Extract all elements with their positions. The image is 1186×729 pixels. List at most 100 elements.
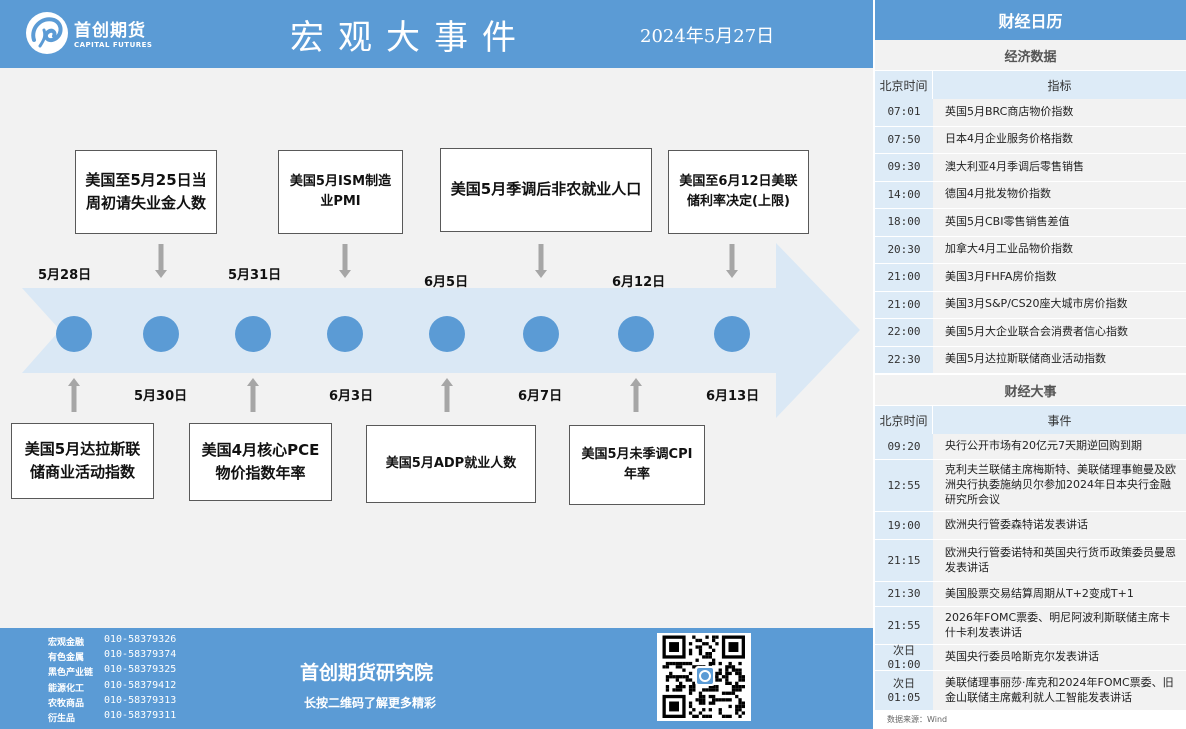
- row-indicator: 美国5月大企业联合会消费者信心指数: [933, 319, 1186, 346]
- contact-phone: 010-58379313: [104, 694, 177, 706]
- financial-calendar-panel: Wind Wind 财经日历 经济数据 北京时间 指标 07:01英国5月BRC…: [873, 0, 1186, 729]
- contact-dept: 能源化工: [48, 683, 85, 694]
- row-event: 美国股票交易结算周期从T+2变成T+1: [933, 582, 1186, 606]
- macro-events-panel: 首创期货 CAPITAL FUTURES 宏观大事件 2024年5月27日 5月…: [0, 0, 873, 729]
- row-indicator: 英国5月CBI零售销售差值: [933, 209, 1186, 236]
- row-time: 20:30: [875, 236, 933, 263]
- row-event: 欧洲央行管委森特诺发表讲话: [933, 512, 1186, 539]
- event-box-top: 美国5月季调后非农就业人口: [440, 148, 652, 232]
- row-indicator: 加拿大4月工业品物价指数: [933, 236, 1186, 263]
- event-box-bottom: 美国5月达拉斯联储商业活动指数: [11, 423, 154, 499]
- row-indicator: 英国5月BRC商店物价指数: [933, 99, 1186, 126]
- row-event: 克利夫兰联储主席梅斯特、美联储理事鲍曼及欧洲央行执委施纳贝尔参加2024年日本央…: [933, 460, 1186, 511]
- timeline-date-bottom: 6月3日: [329, 389, 374, 404]
- row-time: 次日 01:00: [875, 644, 933, 671]
- down-arrow-icon: [535, 244, 547, 278]
- row-time: 09:20: [875, 434, 933, 459]
- row-time: 22:00: [875, 319, 933, 346]
- timeline-date-top: 5月28日: [38, 268, 92, 283]
- timeline-date-bottom: 6月13日: [706, 389, 760, 404]
- column-header-time: 北京时间: [875, 406, 933, 434]
- up-arrow-icon: [68, 378, 80, 412]
- row-indicator: 美国3月S&P/CS20座大城市房价指数: [933, 291, 1186, 318]
- logo-chinese-name: 首创期货: [74, 21, 146, 41]
- contact-dept: 有色金属: [48, 653, 85, 664]
- row-event: 2026年FOMC票委、明尼阿波利斯联储主席卡什卡利发表讲话: [933, 607, 1186, 644]
- timeline-node: [714, 316, 750, 352]
- logo-english-name: CAPITAL FUTURES: [74, 41, 153, 49]
- contact-dept: 黑色产业链: [48, 668, 94, 679]
- company-logo: 首创期货 CAPITAL FUTURES: [24, 10, 184, 58]
- row-time: 07:01: [875, 99, 933, 126]
- qr-code-icon[interactable]: [657, 633, 751, 721]
- contact-phone: 010-58379311: [104, 710, 177, 721]
- institute-name: 首创期货研究院: [300, 662, 434, 684]
- data-source-note: 数据来源：Wind: [887, 715, 948, 724]
- row-time: 21:00: [875, 264, 933, 291]
- contact-dept: 衍生品: [48, 714, 76, 724]
- timeline-date-bottom: 5月30日: [134, 389, 188, 404]
- row-event: 欧洲央行管委诺特和英国央行货币政策委员曼恩发表讲话: [933, 540, 1186, 581]
- row-time: 21:30: [875, 582, 933, 606]
- timeline-arrow: [22, 243, 860, 418]
- timeline-node: [523, 316, 559, 352]
- row-time: 21:15: [875, 540, 933, 581]
- timeline-date-top: 6月12日: [612, 275, 666, 290]
- timeline-date-bottom: 6月7日: [518, 389, 563, 404]
- row-indicator: 美国3月FHFA房价指数: [933, 264, 1186, 291]
- contact-dept: 宏观金融: [48, 638, 85, 648]
- down-arrow-icon: [155, 244, 167, 278]
- timeline-date-top: 5月31日: [228, 268, 282, 283]
- qr-slogan: 长按二维码了解更多精彩: [304, 696, 437, 710]
- row-event: 央行公开市场有20亿元7天期逆回购到期: [933, 434, 1186, 459]
- row-time: 22:30: [875, 346, 933, 373]
- event-box-bottom: 美国4月核心PCE物价指数年率: [189, 423, 332, 501]
- row-indicator: 澳大利亚4月季调后零售销售: [933, 154, 1186, 181]
- column-header-indicator: 指标: [1047, 78, 1072, 93]
- down-arrow-icon: [339, 244, 351, 278]
- calendar-title: 财经日历: [875, 0, 1186, 40]
- header-bar: 首创期货 CAPITAL FUTURES 宏观大事件 2024年5月27日: [0, 0, 873, 68]
- row-time: 19:00: [875, 512, 933, 539]
- contact-phone: 010-58379325: [104, 664, 177, 676]
- row-time: 次日 01:05: [875, 671, 933, 710]
- column-header-time: 北京时间: [875, 71, 933, 99]
- row-time: 21:55: [875, 607, 933, 644]
- page-title: 宏观大事件: [290, 18, 530, 58]
- timeline-node: [618, 316, 654, 352]
- row-time: 18:00: [875, 209, 933, 236]
- timeline-node: [429, 316, 465, 352]
- contact-phone: 010-58379374: [104, 649, 177, 661]
- event-box-bottom: 美国5月ADP就业人数: [366, 425, 536, 503]
- economic-data-title: 经济数据: [875, 40, 1186, 70]
- row-time: 14:00: [875, 181, 933, 208]
- event-box-top: 美国至5月25日当周初请失业金人数: [75, 150, 217, 234]
- report-date: 2024年5月27日: [640, 26, 775, 47]
- row-time: 21:00: [875, 291, 933, 318]
- row-indicator: 美国5月达拉斯联储商业活动指数: [933, 346, 1186, 373]
- financial-events-title: 财经大事: [875, 375, 1186, 405]
- down-arrow-icon: [726, 244, 738, 278]
- up-arrow-icon: [247, 378, 259, 412]
